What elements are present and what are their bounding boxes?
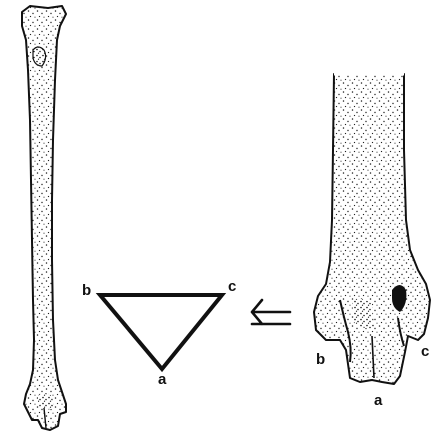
triangle-label-b: b xyxy=(82,282,91,299)
long-bone-outline xyxy=(22,6,66,430)
triangle-label-a: a xyxy=(158,371,167,388)
closeup-label-a: a xyxy=(374,392,383,409)
closeup-label-b: b xyxy=(316,351,325,368)
bone-closeup: b c a xyxy=(314,74,430,409)
long-bone xyxy=(22,6,66,430)
triangle-label-c: c xyxy=(228,278,236,295)
triangle xyxy=(100,295,222,369)
long-bone-head-mark xyxy=(33,47,46,66)
triangle-diagram: b c a xyxy=(82,278,236,388)
double-arrow-left-icon xyxy=(252,300,290,324)
closeup-label-c: c xyxy=(421,343,429,360)
